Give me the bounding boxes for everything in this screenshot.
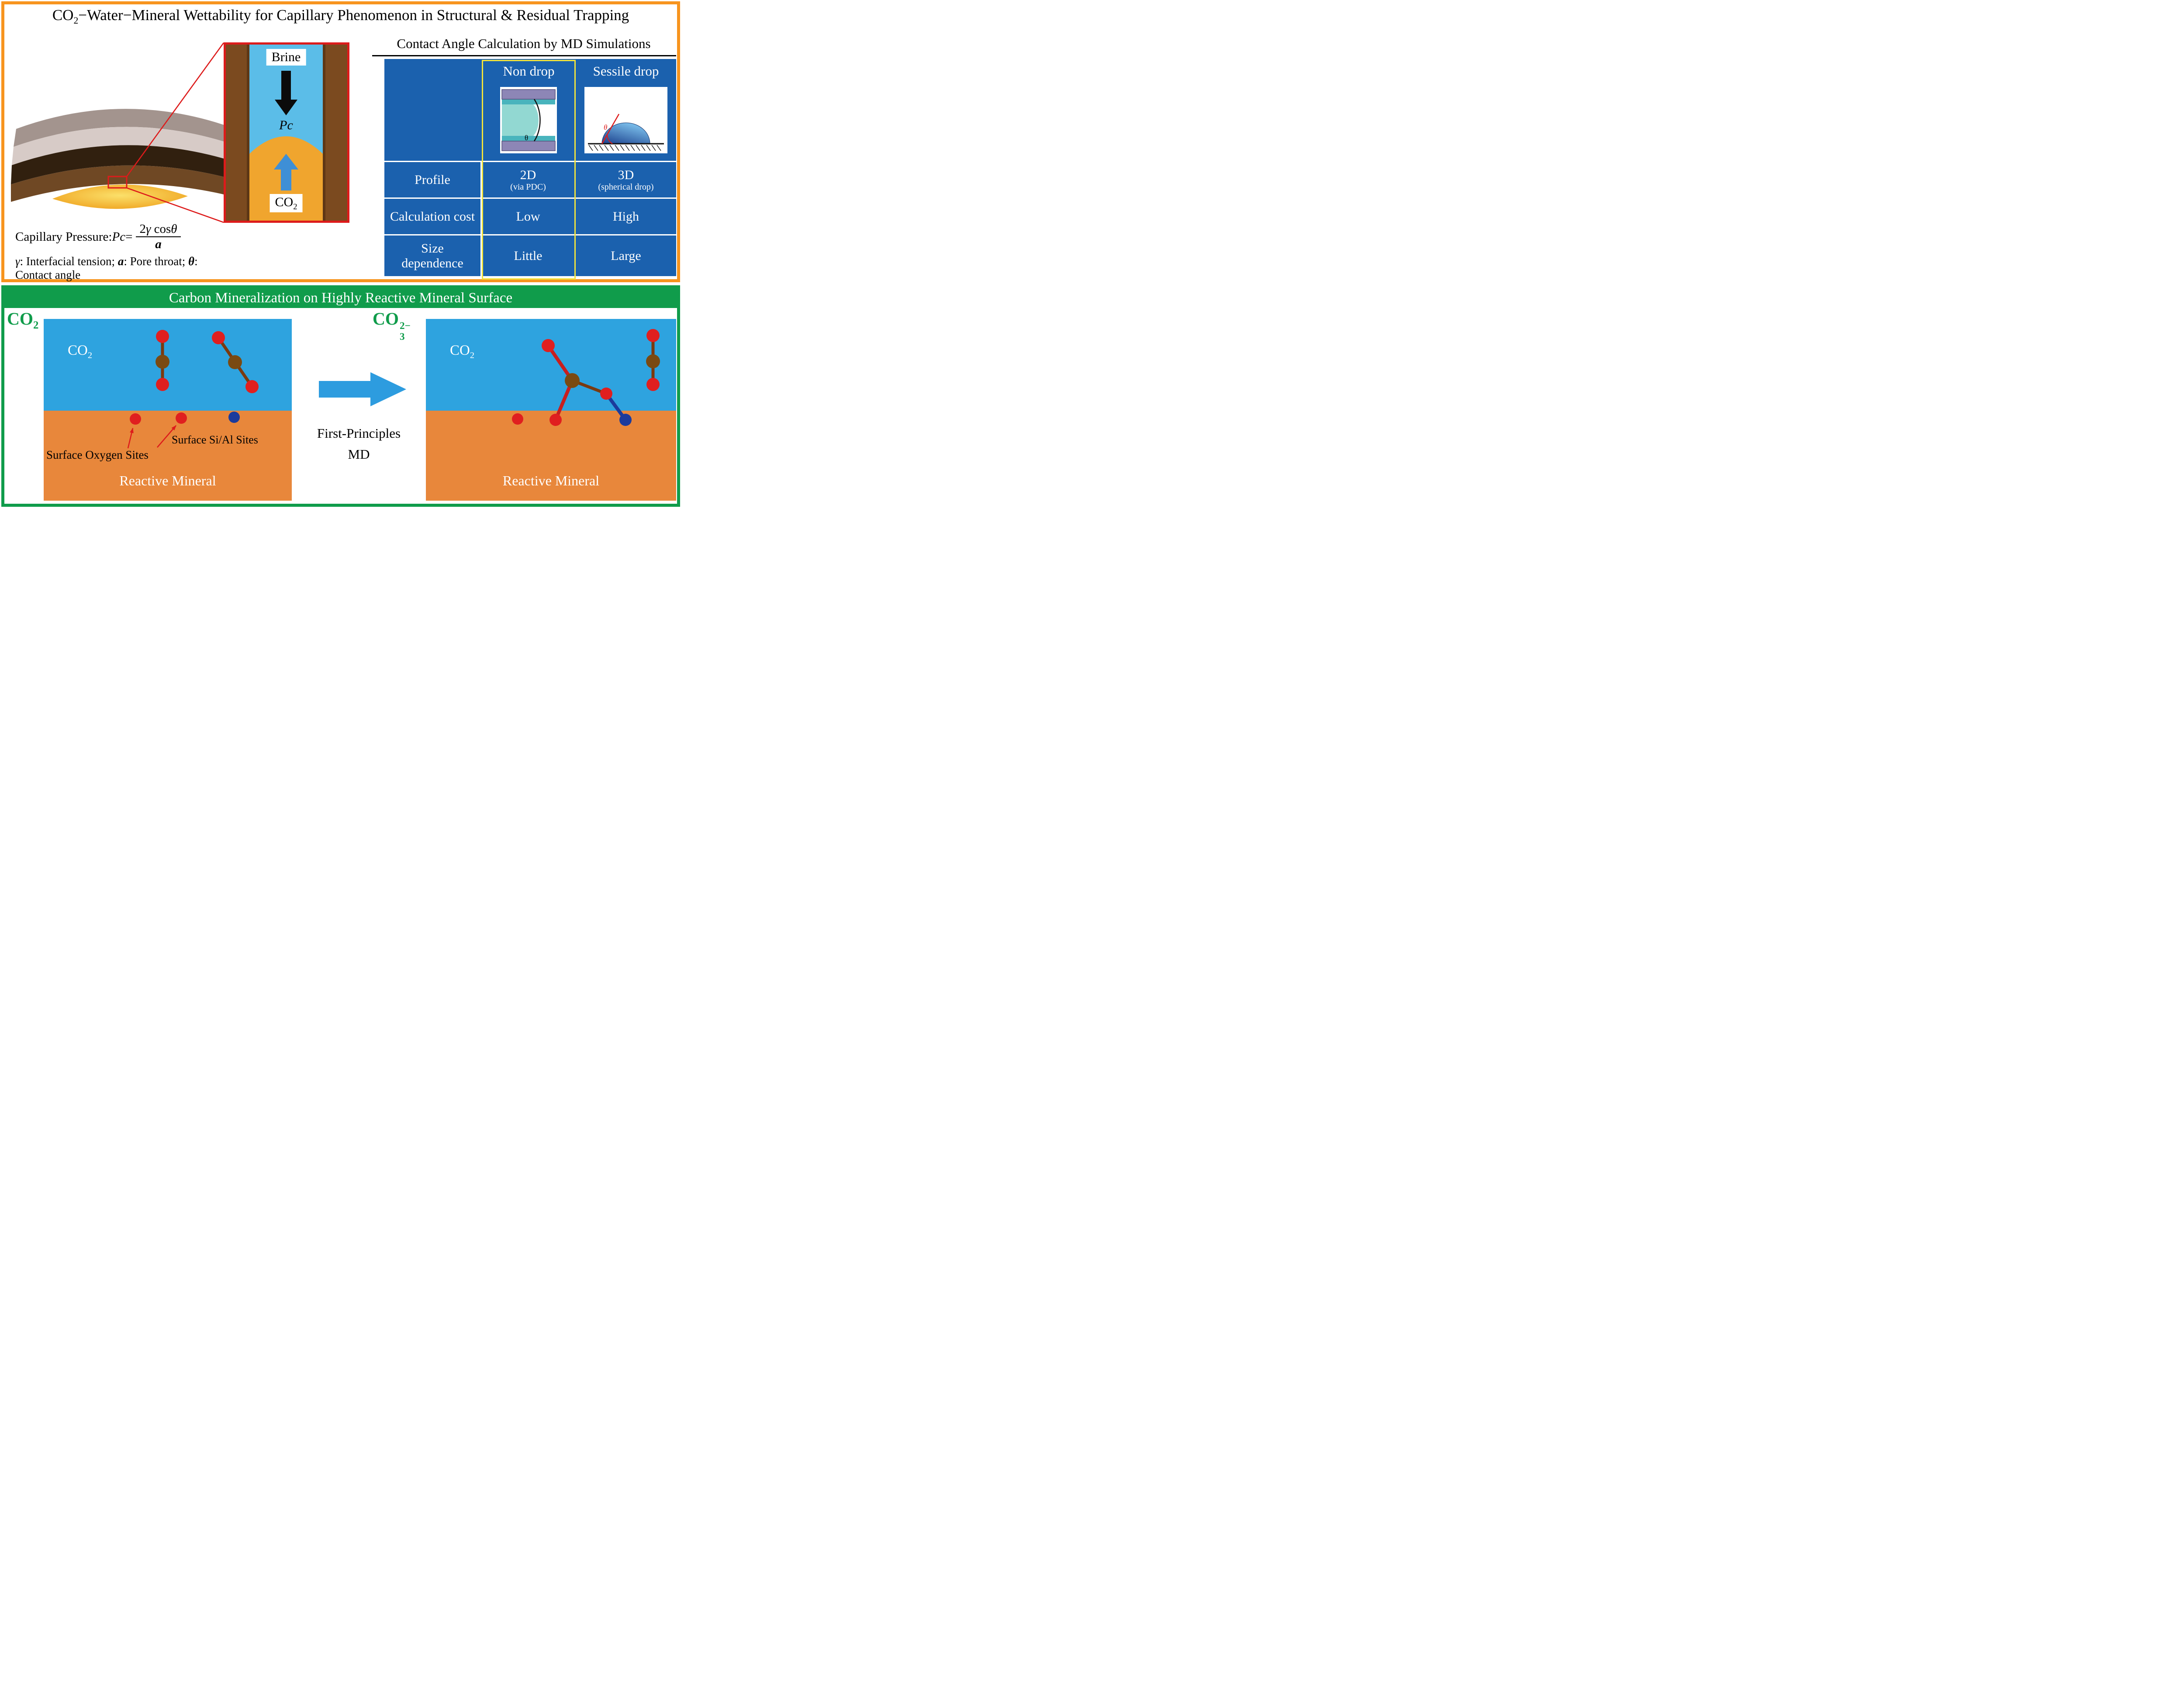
pointer-arrow bbox=[127, 428, 134, 449]
carbon-atom bbox=[228, 355, 242, 369]
sessile-cell: 3D(spherical drop) bbox=[598, 167, 654, 192]
oxygen-atom bbox=[542, 339, 555, 352]
surface-si-al-site bbox=[228, 412, 240, 423]
oxygen-atom bbox=[646, 378, 660, 391]
heading-underline bbox=[372, 55, 676, 56]
formula-line: Capillary Pressure: Pc = 2γ cosθ a bbox=[15, 222, 234, 252]
row-label-cell: Calculation cost bbox=[384, 199, 482, 234]
si-al-sites-label: Surface Si/Al Sites bbox=[172, 433, 258, 446]
zoom-guide-line bbox=[126, 187, 224, 223]
geology-illustration bbox=[11, 42, 229, 223]
co2-reservoir-lens bbox=[52, 184, 188, 209]
capillary-channel bbox=[249, 45, 323, 221]
caprock-layer-3 bbox=[11, 145, 229, 184]
co2-fluid-region bbox=[426, 319, 676, 411]
reactive-mineral-label: Reactive Mineral bbox=[502, 473, 600, 488]
reaction-arrow bbox=[319, 372, 406, 406]
sessile-drop-illustration: θ bbox=[584, 87, 667, 153]
channel-labels: Brine Pc CO2 bbox=[249, 45, 323, 221]
reaction-step: First-Principles MD bbox=[292, 319, 426, 501]
formula-legend: γ: Interfacial tension; a: Pore throat; … bbox=[15, 254, 198, 281]
contact-angle-table: Non drop Sessile drop θ bbox=[384, 59, 676, 280]
bottom-slab bbox=[501, 141, 556, 151]
co2-molecule bbox=[646, 329, 660, 391]
row-label-cell: Profile bbox=[384, 162, 482, 197]
pore-wall-right bbox=[323, 45, 347, 221]
capillary-pressure-symbol: Pc bbox=[279, 118, 293, 132]
carbon-atom bbox=[646, 354, 660, 368]
molecule-layer bbox=[127, 330, 259, 449]
non-drop-cell: 2D(via PDC) bbox=[482, 162, 576, 197]
non-drop-cell: Little bbox=[482, 235, 576, 276]
table-row-size: Size dependence Little Large bbox=[384, 234, 676, 276]
capillary-zoom-box: Brine Pc CO2 bbox=[224, 42, 349, 223]
before-reaction-panel: CO2 Surface Si/Al Sites Surface Oxygen S… bbox=[44, 319, 292, 501]
mineral-region bbox=[44, 411, 292, 501]
method-label-line2: MD bbox=[348, 446, 370, 462]
carbonate-molecule bbox=[542, 339, 632, 426]
surface-oxygen-site bbox=[176, 412, 187, 424]
top-slab bbox=[501, 89, 556, 100]
capillary-pressure-formula: Capillary Pressure: Pc = 2γ cosθ a γ: In… bbox=[15, 222, 234, 282]
graphical-abstract: CO2−Water−Mineral Wettability for Capill… bbox=[0, 0, 681, 508]
reactive-mineral-label: Reactive Mineral bbox=[119, 473, 216, 488]
droplet-dome bbox=[601, 122, 650, 144]
surface-oxygen-site bbox=[130, 413, 141, 425]
molecule-layer bbox=[512, 329, 660, 426]
zoom-guide-line bbox=[126, 42, 225, 177]
co2-label: CO2 bbox=[270, 194, 303, 213]
md-table-heading: Contact Angle Calculation by MD Simulati… bbox=[397, 36, 651, 51]
theta-label: θ bbox=[525, 134, 528, 142]
method-label-line1: First-Principles bbox=[317, 426, 401, 441]
zoom-source-rect bbox=[107, 176, 128, 189]
substrate-hatching bbox=[588, 145, 661, 151]
carbon-atom bbox=[565, 373, 580, 388]
fraction: 2γ cosθ a bbox=[136, 222, 181, 252]
angle-arc bbox=[606, 134, 613, 144]
table-row-cost: Calculation cost Low High bbox=[384, 197, 676, 234]
oxygen-atom bbox=[212, 331, 225, 344]
sessile-cell: High bbox=[613, 209, 639, 224]
co2-region-label: CO2 bbox=[450, 343, 475, 360]
column-header-sessile-drop: Sessile drop bbox=[593, 63, 659, 79]
co2-molecule bbox=[212, 331, 259, 393]
co2-region-label: CO2 bbox=[68, 343, 93, 360]
page-title: CO2−Water−Mineral Wettability for Capill… bbox=[52, 7, 629, 26]
oxygen-atom bbox=[646, 329, 660, 342]
table-row-profile: Profile 2D(via PDC) 3D(spherical drop) bbox=[384, 161, 676, 197]
tangent-line bbox=[601, 114, 620, 144]
after-reaction-panel: CO2 Reactive Mineral bbox=[426, 319, 676, 501]
oxygen-atom bbox=[600, 388, 612, 400]
surface-si-al-site bbox=[619, 414, 632, 426]
caprock-layer-1 bbox=[14, 109, 227, 147]
surface-oxygen-site bbox=[512, 413, 523, 425]
carbon-atom bbox=[156, 355, 169, 369]
co2-molecule bbox=[156, 330, 169, 391]
oxygen-atom bbox=[156, 330, 169, 343]
mineral-region bbox=[426, 411, 676, 501]
oxygen-sites-label: Surface Oxygen Sites bbox=[46, 448, 149, 461]
mineralization-banner: Carbon Mineralization on Highly Reactive… bbox=[4, 288, 677, 308]
mineralization-panel: Carbon Mineralization on Highly Reactive… bbox=[1, 285, 680, 507]
brine-down-arrow bbox=[275, 71, 297, 115]
non-drop-cell: Low bbox=[482, 199, 576, 234]
non-drop-illustration: θ bbox=[500, 87, 557, 153]
caprock-layer-2 bbox=[12, 127, 228, 165]
co2-corner-label: CO2 bbox=[7, 309, 39, 331]
interface-profile-curve bbox=[533, 99, 541, 142]
oxygen-atom bbox=[156, 378, 169, 391]
oxygen-atom bbox=[245, 380, 259, 393]
sessile-cell: Large bbox=[611, 249, 641, 263]
caprock-layer-4 bbox=[11, 165, 229, 202]
column-header-non-drop: Non drop bbox=[503, 63, 555, 79]
co2-up-arrow bbox=[274, 154, 298, 190]
pointer-arrow bbox=[157, 425, 176, 448]
pore-wall-left bbox=[226, 45, 249, 221]
theta-label: θ bbox=[604, 123, 607, 132]
row-label-cell: Size dependence bbox=[384, 235, 482, 276]
oxygen-atom bbox=[549, 414, 562, 426]
brine-label: Brine bbox=[266, 49, 306, 66]
wettability-panel: CO2−Water−Mineral Wettability for Capill… bbox=[1, 1, 680, 282]
